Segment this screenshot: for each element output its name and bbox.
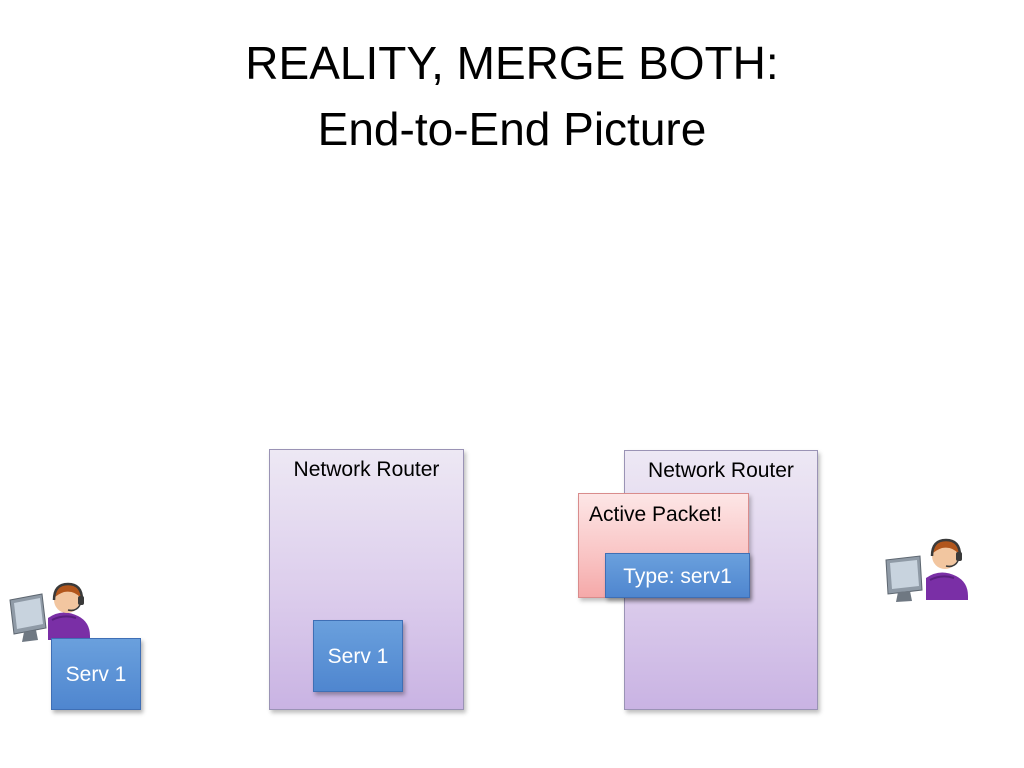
packet-label: Active Packet! [589,503,723,526]
router-label: Network Router [648,459,794,482]
user-at-computer-icon [885,538,968,602]
title-line-2: End-to-End Picture [317,103,707,155]
router-label: Network Router [293,458,440,481]
slide-title: REALITY, MERGE BOTH: End-to-End Picture [0,30,1024,162]
left-service-box: Serv 1 [51,638,141,710]
packet-type-box: Type: serv1 [605,553,750,598]
router-service-box: Serv 1 [313,620,403,692]
title-line-1: REALITY, MERGE BOTH: [245,37,779,89]
user-at-computer-icon [9,582,90,642]
